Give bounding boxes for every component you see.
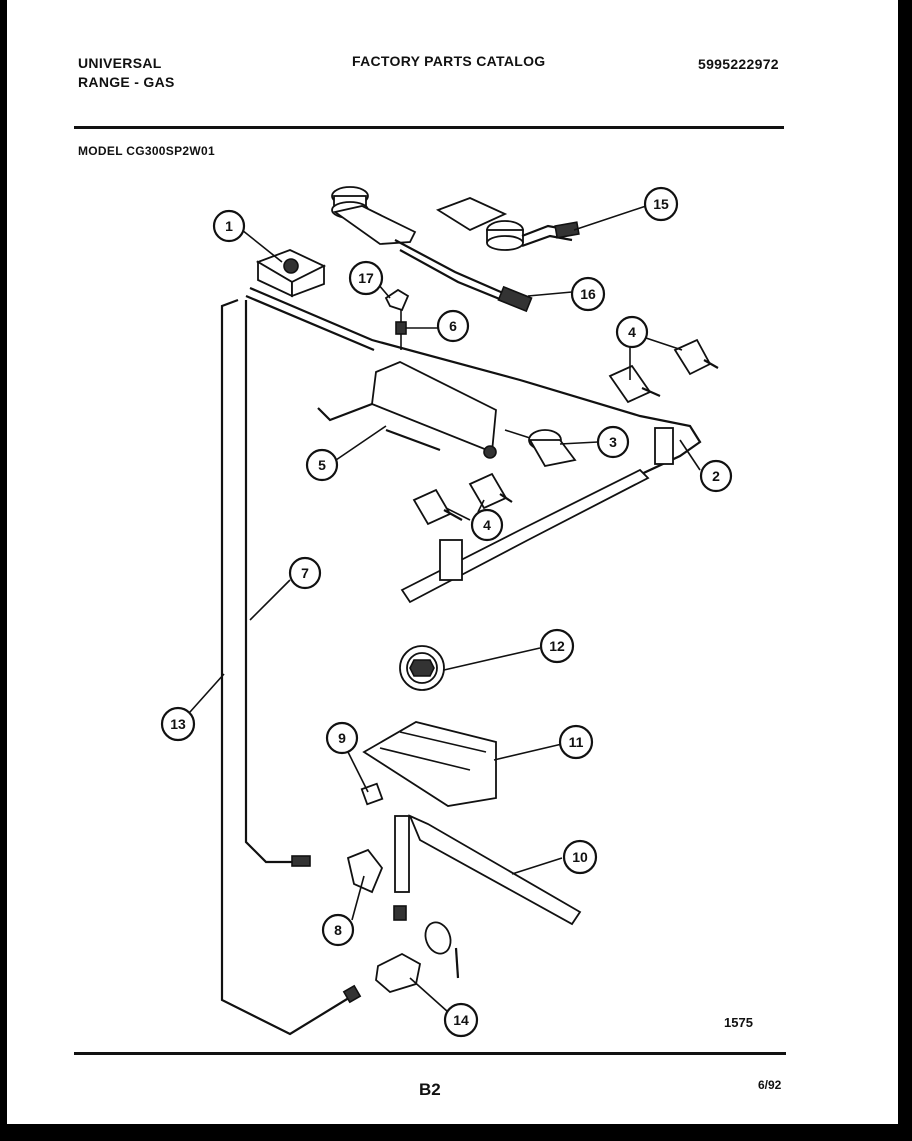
callout-label-13: 13 [170, 716, 186, 732]
callout-label-8: 8 [334, 922, 342, 938]
callout-8: 8 [321, 913, 355, 947]
scan-edge-right [898, 0, 912, 1141]
callout-label-12: 12 [549, 638, 565, 654]
callout-6: 6 [436, 309, 470, 343]
pilot-ring-12 [399, 645, 445, 691]
callout-label-2: 2 [712, 468, 720, 484]
brand-line-1: UNIVERSAL [78, 55, 162, 71]
callout-label-9: 9 [338, 730, 346, 746]
callout-1: 1 [212, 209, 246, 243]
callout-label-4-lower: 4 [483, 517, 491, 533]
pilot-assembly-8 [346, 848, 384, 894]
callout-3: 3 [596, 425, 630, 459]
callout-9: 9 [325, 721, 359, 755]
callout-17: 17 [348, 260, 384, 296]
callout-label-17: 17 [358, 270, 374, 286]
top-burner-assembly-15 [435, 197, 580, 251]
pilot-tubing-13 [220, 298, 362, 1036]
callout-15: 15 [643, 186, 679, 222]
scan-edge-left [0, 0, 7, 1141]
callout-label-11: 11 [569, 734, 584, 750]
revision-date: 6/92 [758, 1078, 782, 1092]
callout-16: 16 [570, 276, 606, 312]
safety-valve-14 [375, 905, 460, 994]
callout-13: 13 [160, 706, 196, 742]
callout-11: 11 [558, 724, 594, 760]
oven-burner-10 [394, 814, 582, 926]
page-number: B2 [419, 1080, 441, 1099]
header-rule [74, 126, 784, 129]
footer-rule [74, 1052, 786, 1055]
callout-label-14: 14 [453, 1012, 469, 1028]
brand-line-2: RANGE - GAS [78, 74, 175, 90]
burner-baffle-11 [362, 721, 497, 807]
pressure-regulator-1 [255, 249, 327, 298]
manifold-pipe-2 [245, 286, 702, 604]
spring-clip-17 [384, 288, 410, 312]
callout-7: 7 [288, 556, 322, 590]
burner-valve-4-lower [412, 472, 513, 526]
callout-label-4-upper: 4 [628, 324, 636, 340]
callout-12: 12 [539, 628, 575, 664]
callout-label-1: 1 [225, 218, 233, 234]
callout-label-3: 3 [609, 434, 617, 450]
callout-label-7: 7 [301, 565, 309, 581]
catalog-part-number: 5995222972 [698, 56, 779, 72]
pilot-tubing-7 [244, 300, 311, 867]
callout-10: 10 [562, 839, 598, 875]
brand-block: UNIVERSAL RANGE - GAS [78, 54, 175, 92]
callout-14: 14 [443, 1002, 479, 1038]
callout-label-16: 16 [580, 286, 596, 302]
callout-label-10: 10 [572, 849, 588, 865]
burner-valve-4-upper [608, 338, 719, 404]
callout-4-upper: 4 [615, 315, 649, 349]
callout-label-5: 5 [318, 457, 326, 473]
callout-2: 2 [699, 459, 733, 493]
top-burner-assembly-16 [331, 186, 533, 313]
burner-valve-3 [504, 429, 577, 468]
callout-label-6: 6 [449, 318, 457, 334]
figure-number: 1575 [724, 1015, 753, 1030]
model-number: MODEL CG300SP2W01 [78, 144, 215, 158]
callout-label-15: 15 [653, 196, 669, 212]
callout-5: 5 [305, 448, 339, 482]
catalog-title: FACTORY PARTS CATALOG [352, 53, 546, 69]
oven-thermostat-5 [317, 361, 497, 459]
callout-4-lower: 4 [470, 508, 504, 542]
orifice-6 [395, 310, 407, 350]
scan-edge-bottom [0, 1124, 912, 1141]
leader-lines [189, 205, 701, 1013]
